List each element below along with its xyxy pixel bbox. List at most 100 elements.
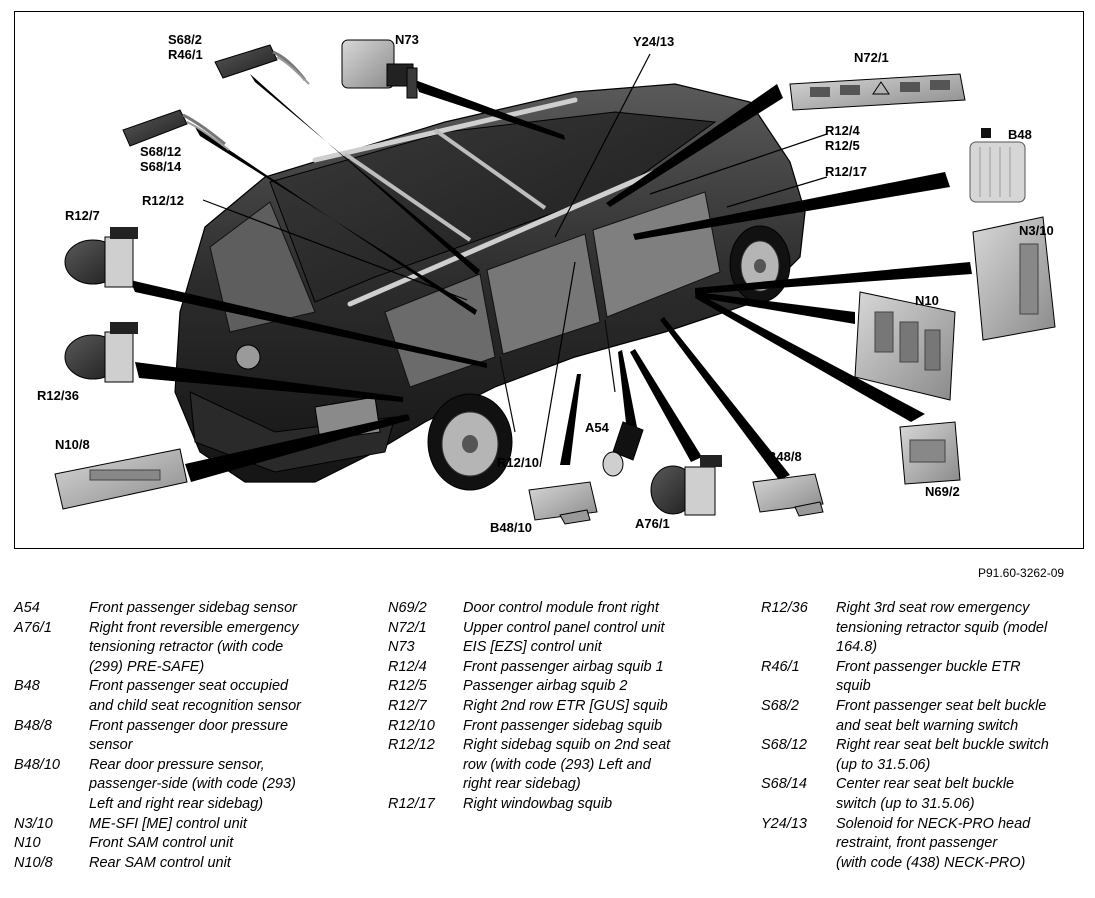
callout-r12-10: R12/10: [497, 455, 539, 470]
legend-description: Front passenger buckle ETR squib: [836, 658, 1021, 695]
legend-row: R12/10 Front passenger sidebag squib: [388, 717, 728, 737]
legend-description: Right sidebag squib on 2nd seat row (wit…: [463, 737, 671, 793]
legend-code: B48/8: [14, 717, 52, 734]
callout-a76-1: A76/1: [635, 516, 670, 531]
legend-description: Right rear seat belt buckle switch (up t…: [836, 737, 1049, 773]
callout-n73: N73: [395, 32, 419, 47]
legend-description: EIS [EZS] control unit: [463, 639, 602, 656]
legend-row: N10/8 Rear SAM control unit: [14, 854, 354, 874]
legend-code: R12/7: [388, 697, 427, 714]
legend-description: Solenoid for NECK-PRO head restraint, fr…: [836, 815, 1031, 871]
legend-description: Rear door pressure sensor, passenger-sid…: [89, 756, 296, 812]
legend-code: N10: [14, 835, 41, 852]
legend-code: B48: [14, 678, 40, 695]
legend-code: Y24/13: [761, 815, 807, 832]
legend-description: Front passenger seat belt buckle and sea…: [836, 697, 1047, 734]
eis-n73-illustration: [341, 39, 418, 99]
callout-n10-8: N10/8: [55, 437, 90, 452]
legend-code: N10/8: [14, 854, 53, 871]
etr-r12-7-illustration: [64, 227, 138, 288]
pressure-sensor-b48-8-illustration: [752, 473, 824, 517]
legend-row: R12/12 Right sidebag squib on 2nd seat ro…: [388, 736, 728, 795]
callout-b48-8: B48/8: [767, 449, 802, 464]
legend-description: Right windowbag squib: [463, 795, 613, 812]
callout-s68-2-r46-1: S68/2 R46/1: [168, 32, 203, 62]
component-location-diagram: S68/2 R46/1 N73 Y24/13 N72/1 R12/4 R12/5…: [14, 11, 1084, 549]
callout-r12-36: R12/36: [37, 388, 79, 403]
legend-row: S68/2 Front passenger seat belt buckle an…: [761, 697, 1091, 736]
callout-s68-12-s68-14: S68/12 S68/14: [140, 144, 181, 174]
legend-code: R12/36: [761, 600, 808, 616]
sidebag-sensor-a54-illustration: [602, 421, 644, 477]
callout-s68-2: S68/2: [168, 32, 202, 47]
legend-row: S68/12 Right rear seat belt buckle switch…: [761, 736, 1091, 775]
legend-row: N69/2 Door control module front right: [388, 599, 728, 619]
legend-code: N73: [388, 639, 415, 656]
buckle-s68-2-illustration: [214, 44, 310, 85]
callout-r12-17: R12/17: [825, 164, 867, 179]
legend-code: S68/14: [761, 776, 807, 793]
legend-code: N69/2: [388, 600, 427, 616]
callout-r12-7: R12/7: [65, 208, 100, 223]
callout-r12-4: R12/4: [825, 123, 860, 138]
legend-code: R12/17: [388, 795, 435, 812]
legend-description: Front passenger door pressure sensor: [89, 717, 289, 754]
legend-code: R12/5: [388, 678, 427, 695]
callout-b48: B48: [1008, 127, 1032, 142]
legend-code: R12/10: [388, 717, 435, 734]
legend-description: Door control module front right: [463, 600, 659, 616]
leader-lines: [202, 53, 828, 468]
diagram-drawing: [54, 39, 1056, 525]
callout-a54: A54: [585, 420, 609, 435]
legend-description: Front passenger sidebag squib: [463, 717, 663, 734]
legend-row: B48 Front passenger seat occupied and chi…: [14, 677, 354, 716]
legend-description: Front passenger seat occupied and child …: [89, 678, 301, 714]
callout-n10: N10: [915, 293, 939, 308]
legend-row: R12/17 Right windowbag squib: [388, 795, 728, 815]
leader-wedges: [130, 74, 972, 482]
legend-code: A76/1: [14, 619, 52, 636]
legend-row: R46/1 Front passenger buckle ETR squib: [761, 658, 1091, 697]
legend-row: R12/5 Passenger airbag squib 2: [388, 677, 728, 697]
legend-code: S68/2: [761, 697, 799, 714]
legend-row: R12/36 Right 3rd seat row emergency tensi…: [761, 599, 1091, 658]
callout-n72-1: N72/1: [854, 50, 889, 65]
legend-description: Front passenger sidebag sensor: [89, 600, 297, 616]
callout-r12-4-r12-5: R12/4 R12/5: [825, 123, 860, 153]
legend-code: S68/12: [761, 737, 807, 754]
figure-id: P91.60-3262-09: [978, 566, 1065, 580]
callout-r12-5: R12/5: [825, 138, 860, 153]
etr-r12-36-illustration: [64, 322, 138, 383]
sam-n10-8-illustration: [54, 448, 188, 510]
retractor-a76-1-illustration: [650, 455, 722, 516]
legend-code: N3/10: [14, 815, 53, 832]
legend-description: Right front reversible emergency tension…: [89, 619, 299, 675]
ecu-n3-10-illustration: [972, 216, 1056, 341]
legend-description: Passenger airbag squib 2: [463, 678, 628, 695]
rear-wheel: [427, 393, 513, 491]
legend-row: N10 Front SAM control unit: [14, 834, 354, 854]
pressure-sensor-b48-10-illustration: [528, 481, 598, 525]
legend-row: B48/8 Front passenger door pressure senso…: [14, 717, 354, 756]
legend-row: N73 EIS [EZS] control unit: [388, 638, 728, 658]
door-control-n69-2-illustration: [899, 421, 961, 485]
legend-row: Y24/13 Solenoid for NECK-PRO head restrai…: [761, 815, 1091, 874]
legend-code: R46/1: [761, 658, 800, 675]
callout-s68-14: S68/14: [140, 159, 182, 174]
callout-r46-1: R46/1: [168, 47, 203, 62]
legend-code: R12/4: [388, 658, 427, 675]
seat-sensor-b48-illustration: [969, 128, 1026, 203]
control-panel-n72-1-illustration: [789, 73, 966, 111]
legend-description: Rear SAM control unit: [89, 854, 231, 871]
legend-description: Right 3rd seat row emergency tensioning …: [836, 600, 1048, 656]
legend-description: Front SAM control unit: [89, 835, 234, 852]
callout-s68-12: S68/12: [140, 144, 182, 159]
callout-b48-10: B48/10: [490, 520, 532, 535]
legend-code: R12/12: [388, 737, 435, 754]
